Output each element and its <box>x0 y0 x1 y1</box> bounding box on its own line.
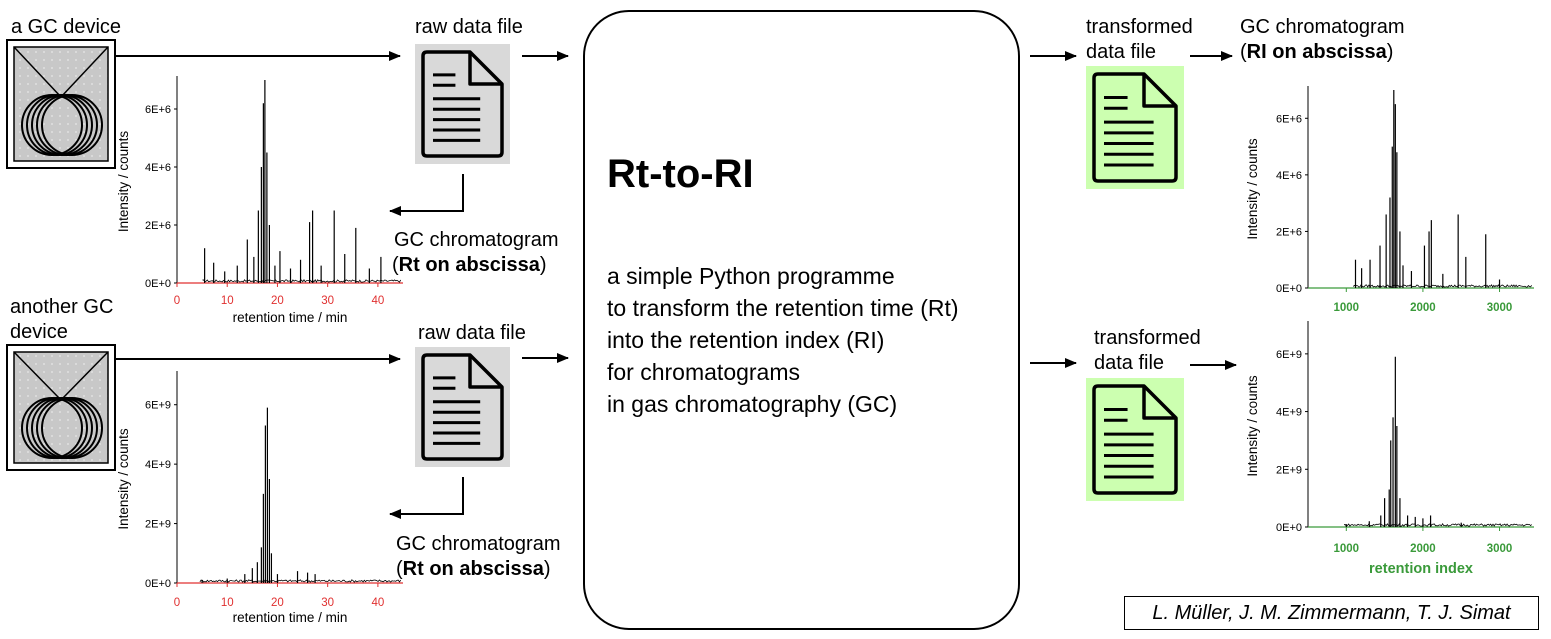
device1-label: a GC device <box>11 16 122 38</box>
chromatogram-baseline <box>1343 523 1532 528</box>
y-tick-label: 2E+6 <box>1276 226 1302 238</box>
y-axis-label: Intensity / counts <box>116 131 131 233</box>
description-line: into the retention index (RI) <box>607 327 885 353</box>
transformed-label-line2: data file <box>1086 41 1157 63</box>
rt-abscissa-note: (Rt on abscissa) <box>396 558 551 580</box>
chromatogram-baseline <box>199 579 402 583</box>
arrow-file2-to-chromatogram <box>389 477 464 519</box>
arrow-file1-to-chromatogram <box>389 174 464 216</box>
x-tick-label: 2000 <box>1410 302 1436 314</box>
x-tick-label: 30 <box>321 295 334 307</box>
raw-file-label: raw data file <box>415 16 523 38</box>
x-tick-label: 30 <box>321 597 334 609</box>
y-axis-label: Intensity / counts <box>1245 375 1260 477</box>
transformed-label-line1: transformed <box>1094 327 1201 349</box>
gc-chromatogram-label: GC chromatogram <box>394 229 559 251</box>
transformed-label-line2: data file <box>1094 352 1165 374</box>
programme-box: Rt-to-RI a simple Python programme to tr… <box>583 10 1020 630</box>
y-tick-label: 6E+6 <box>145 104 171 116</box>
chromatogram-rt-1: 0E+0 2E+6 4E+6 6E+6 0 10 20 30 40 Intensity / cou… <box>116 76 403 325</box>
x-tick-label: 20 <box>271 597 284 609</box>
raw-file-icon <box>415 44 510 164</box>
raw-file-label: raw data file <box>418 322 526 344</box>
y-tick-label: 6E+9 <box>1276 349 1302 361</box>
y-tick-label: 4E+6 <box>145 162 171 174</box>
y-tick-label: 0E+0 <box>1276 283 1302 295</box>
device2-label-line2: device <box>10 321 68 343</box>
authors-credit: L. Müller, J. M. Zimmermann, T. J. Simat <box>1124 596 1539 630</box>
description-line: for chromatograms <box>607 359 801 385</box>
transformed-file-icon <box>1086 66 1184 189</box>
programme-description: a simple Python programme to transform t… <box>607 260 959 420</box>
gc-device-icon <box>6 344 116 471</box>
description-line: a simple Python programme <box>607 263 895 289</box>
transformed-label-line1: transformed <box>1086 16 1193 38</box>
y-tick-label: 2E+6 <box>145 220 171 232</box>
x-tick-label: 3000 <box>1487 543 1513 555</box>
y-tick-label: 0E+0 <box>145 278 171 290</box>
x-tick-label: 1000 <box>1334 543 1360 555</box>
description-line: in gas chromatography (GC) <box>607 391 898 417</box>
gc-chromatogram-label: GC chromatogram <box>1240 16 1405 38</box>
y-tick-label: 2E+9 <box>1276 464 1302 476</box>
y-tick-label: 2E+9 <box>145 519 171 531</box>
x-tick-label: 20 <box>271 295 284 307</box>
x-tick-label: 1000 <box>1334 302 1360 314</box>
x-tick-label: 10 <box>221 295 234 307</box>
y-axis-label: Intensity / counts <box>1245 138 1260 240</box>
x-axis-label: retention time / min <box>233 310 348 325</box>
y-tick-label: 0E+0 <box>145 578 171 590</box>
chromatogram-ri-1: 0E+0 2E+6 4E+6 6E+6 1000 2000 3000 Intensity / … <box>1245 86 1534 314</box>
x-tick-label: 40 <box>371 295 384 307</box>
gc-chromatogram-label: GC chromatogram <box>396 533 561 555</box>
transformed-file-icon <box>1086 378 1184 501</box>
y-tick-label: 6E+6 <box>1276 113 1302 125</box>
chromatogram-baseline <box>202 278 402 283</box>
raw-file-icon <box>415 347 510 467</box>
x-tick-label: 0 <box>174 597 180 609</box>
y-tick-label: 0E+0 <box>1276 522 1302 534</box>
x-tick-label: 0 <box>174 295 180 307</box>
y-tick-label: 4E+9 <box>145 459 171 471</box>
x-axis-label: retention index <box>1369 561 1473 577</box>
x-tick-label: 3000 <box>1487 302 1513 314</box>
programme-title: Rt-to-RI <box>607 152 754 196</box>
y-tick-label: 4E+6 <box>1276 170 1302 182</box>
y-tick-label: 6E+9 <box>145 400 171 412</box>
x-tick-label: 40 <box>371 597 384 609</box>
ri-abscissa-note: (RI on abscissa) <box>1240 41 1394 63</box>
description-line: to transform the retention time (Rt) <box>607 295 959 321</box>
chromatogram-ri-2: 0E+0 2E+9 4E+9 6E+9 1000 2000 3000 Intensity / … <box>1245 321 1534 577</box>
gc-device-icon <box>6 39 116 169</box>
device2-label-line1: another GC <box>10 296 114 318</box>
y-axis-label: Intensity / counts <box>116 428 131 530</box>
x-tick-label: 2000 <box>1410 543 1436 555</box>
rt-abscissa-note: (Rt on abscissa) <box>392 254 547 276</box>
x-axis-label: retention time / min <box>233 610 348 625</box>
chromatogram-rt-2: 0E+0 2E+9 4E+9 6E+9 0 10 20 30 40 Intensity / cou… <box>116 371 403 625</box>
x-tick-label: 10 <box>221 597 234 609</box>
y-tick-label: 4E+9 <box>1276 407 1302 419</box>
